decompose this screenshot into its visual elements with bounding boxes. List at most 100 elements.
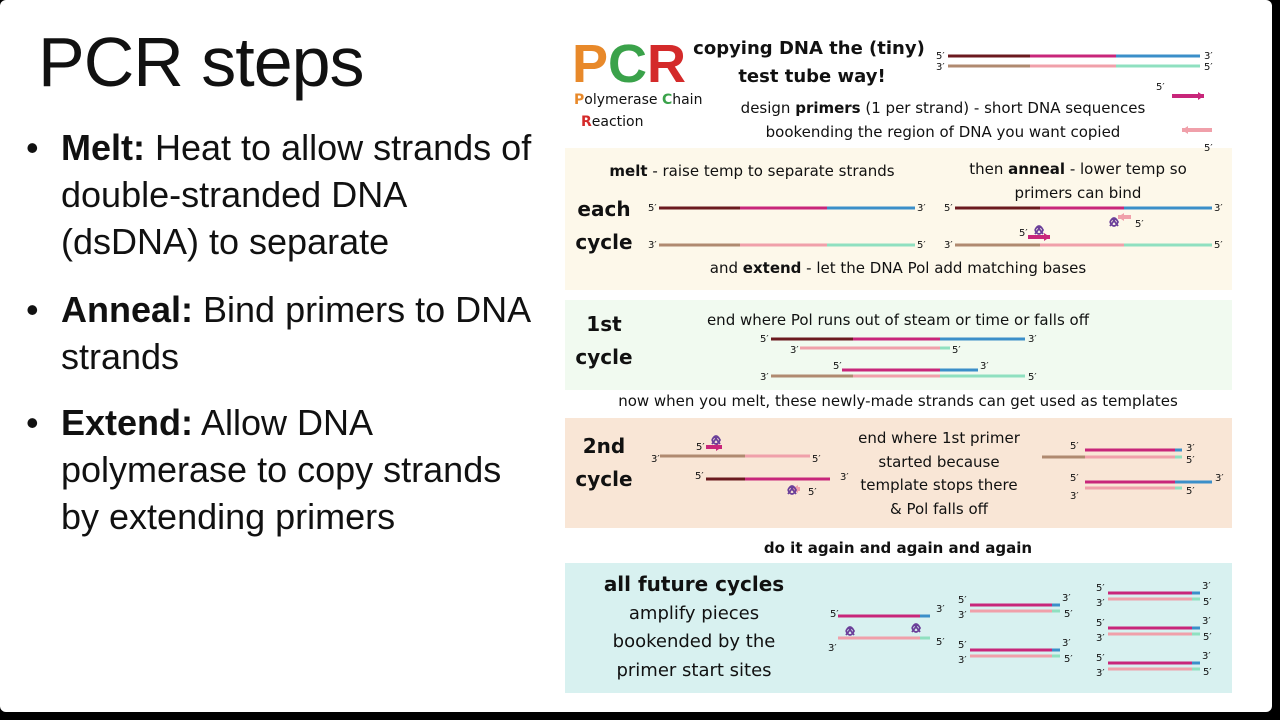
strand-end-label: 3′ (1204, 51, 1213, 62)
strand-end-label: 3′ (936, 604, 945, 615)
strand-end-label: 5′ (1204, 143, 1213, 154)
strand-end-label: 3′ (651, 454, 660, 465)
anneal-bold: anneal (1008, 160, 1065, 178)
logo-letter-p: P (572, 34, 608, 94)
strand-end-label: 3′ (828, 643, 837, 654)
strand-end-label: 5′ (1203, 597, 1212, 608)
header-line1: copying DNA the (tiny) (693, 38, 925, 59)
bullet-dot: • (26, 289, 39, 330)
strand-end-label: 5′ (917, 240, 926, 251)
logo-letter-r: R (647, 34, 686, 94)
logo-sub-text: eaction (592, 114, 644, 130)
bullet-melt: • Melt: Heat to allow strands of double-… (26, 124, 546, 265)
extend-pre: and (710, 259, 743, 277)
bullet-text: Heat to allow strands of double-stranded… (61, 127, 532, 262)
logo-subtitle-line1: Polymerase Chain (574, 92, 702, 108)
again-note: do it again and again and again (764, 539, 1032, 557)
melt-note: melt - raise temp to separate strands (609, 162, 894, 180)
strand-end-label: 5′ (812, 454, 821, 465)
strand-end-label: 5′ (936, 51, 945, 62)
strand-end-label: 3′ (917, 203, 926, 214)
strand-end-label: 5′ (1019, 228, 1028, 239)
strand-end-label: 5′ (1156, 82, 1165, 93)
strand-end-label: 3′ (1202, 581, 1211, 592)
extend-bold: extend (743, 259, 802, 277)
primers-bold: primers (795, 99, 860, 117)
pcr-logo: PCR (572, 34, 686, 94)
strand-end-label: 3′ (840, 472, 849, 483)
strand-end-label: 3′ (1062, 638, 1071, 649)
strand-end-label: 3′ (1028, 334, 1037, 345)
anneal-note-line2: primers can bind (1015, 184, 1142, 202)
dna-strands: 5′3′3′5′5′5′5′3′3′5′5′3′3′5′5′5′5′3′3′5′… (648, 51, 1224, 679)
strand-end-label: 5′ (958, 640, 967, 651)
strand-end-label: 3′ (1096, 598, 1105, 609)
anneal-note-line1: then anneal - lower temp so (969, 160, 1187, 178)
strand-end-label: 5′ (1203, 632, 1212, 643)
strand-end-label: 5′ (1070, 441, 1079, 452)
strand-end-label: 5′ (1096, 653, 1105, 664)
second-cycle-box (565, 418, 1232, 528)
polymerase-icon (911, 623, 922, 633)
logo-sub-p: P (574, 92, 584, 108)
polymerase-icon (1109, 217, 1120, 227)
strand-end-label: 5′ (936, 637, 945, 648)
strand-end-label: 5′ (1203, 667, 1212, 678)
primer-arrow-icon (1182, 126, 1188, 134)
strand-end-label: 3′ (648, 240, 657, 251)
strand-end-label: 3′ (1215, 473, 1224, 484)
logo-sub-text: hain (672, 92, 702, 108)
future-line1: amplify pieces (629, 603, 759, 624)
first-cycle-label2: cycle (575, 345, 632, 369)
primer-arrow-icon (1044, 233, 1050, 241)
strand-end-label: 3′ (790, 345, 799, 356)
primers-line2: bookending the region of DNA you want co… (766, 123, 1121, 141)
melt-rest: - raise temp to separate strands (648, 162, 895, 180)
bullet-anneal: • Anneal: Bind primers to DNA strands (26, 286, 546, 380)
extend-note: and extend - let the DNA Pol add matchin… (710, 259, 1087, 277)
each-cycle-label1: each (577, 197, 630, 221)
strand-end-label: 5′ (944, 203, 953, 214)
strand-end-label: 5′ (952, 345, 961, 356)
strand-end-label: 3′ (1186, 443, 1195, 454)
polymerase-icon (1034, 225, 1045, 235)
strand-end-label: 3′ (958, 610, 967, 621)
primer-arrow-icon (716, 443, 722, 451)
second-cycle-note-line4: & Pol falls off (890, 500, 989, 518)
strand-end-label: 5′ (648, 203, 657, 214)
second-cycle-note-line2: started because (878, 453, 999, 471)
melt-bold: melt (609, 162, 647, 180)
bullet-term: Melt: (61, 127, 145, 168)
strand-end-label: 3′ (760, 372, 769, 383)
logo-letter-c: C (608, 34, 647, 94)
strand-end-label: 3′ (1096, 633, 1105, 644)
strand-end-label: 3′ (1070, 491, 1079, 502)
each-cycle-label2: cycle (575, 230, 632, 254)
polymerase-icon (845, 626, 856, 636)
polymerase-icon (787, 485, 798, 495)
strand-end-label: 5′ (1064, 654, 1073, 665)
logo-sub-c: C (662, 92, 672, 108)
future-line3: primer start sites (616, 660, 771, 681)
strand-end-label: 5′ (1186, 455, 1195, 466)
bullet-text: Bind primers to DNA strands (61, 289, 530, 377)
bullet-extend: • Extend: Allow DNA polymerase to copy s… (26, 399, 546, 540)
second-cycle-label2: cycle (575, 467, 632, 491)
strand-end-label: 5′ (830, 609, 839, 620)
second-cycle-label1: 2nd (583, 434, 625, 458)
logo-subtitle-line2: Reaction (581, 114, 644, 130)
strand-end-label: 5′ (1135, 219, 1144, 230)
strand-end-label: 3′ (1202, 616, 1211, 627)
strand-end-label: 3′ (1214, 203, 1223, 214)
logo-sub-text: olymerase (584, 92, 662, 108)
header-line2: test tube way! (738, 66, 885, 87)
future-cycles-title: all future cycles (604, 572, 784, 596)
strand-end-label: 5′ (695, 471, 704, 482)
strand-end-label: 5′ (1204, 62, 1213, 73)
strand-end-label: 5′ (1186, 486, 1195, 497)
bullet-text: Allow DNA polymerase to copy strands by … (61, 402, 502, 537)
primers-post: (1 per strand) - short DNA sequences (861, 99, 1146, 117)
second-cycle-note-line3: template stops there (860, 476, 1017, 494)
